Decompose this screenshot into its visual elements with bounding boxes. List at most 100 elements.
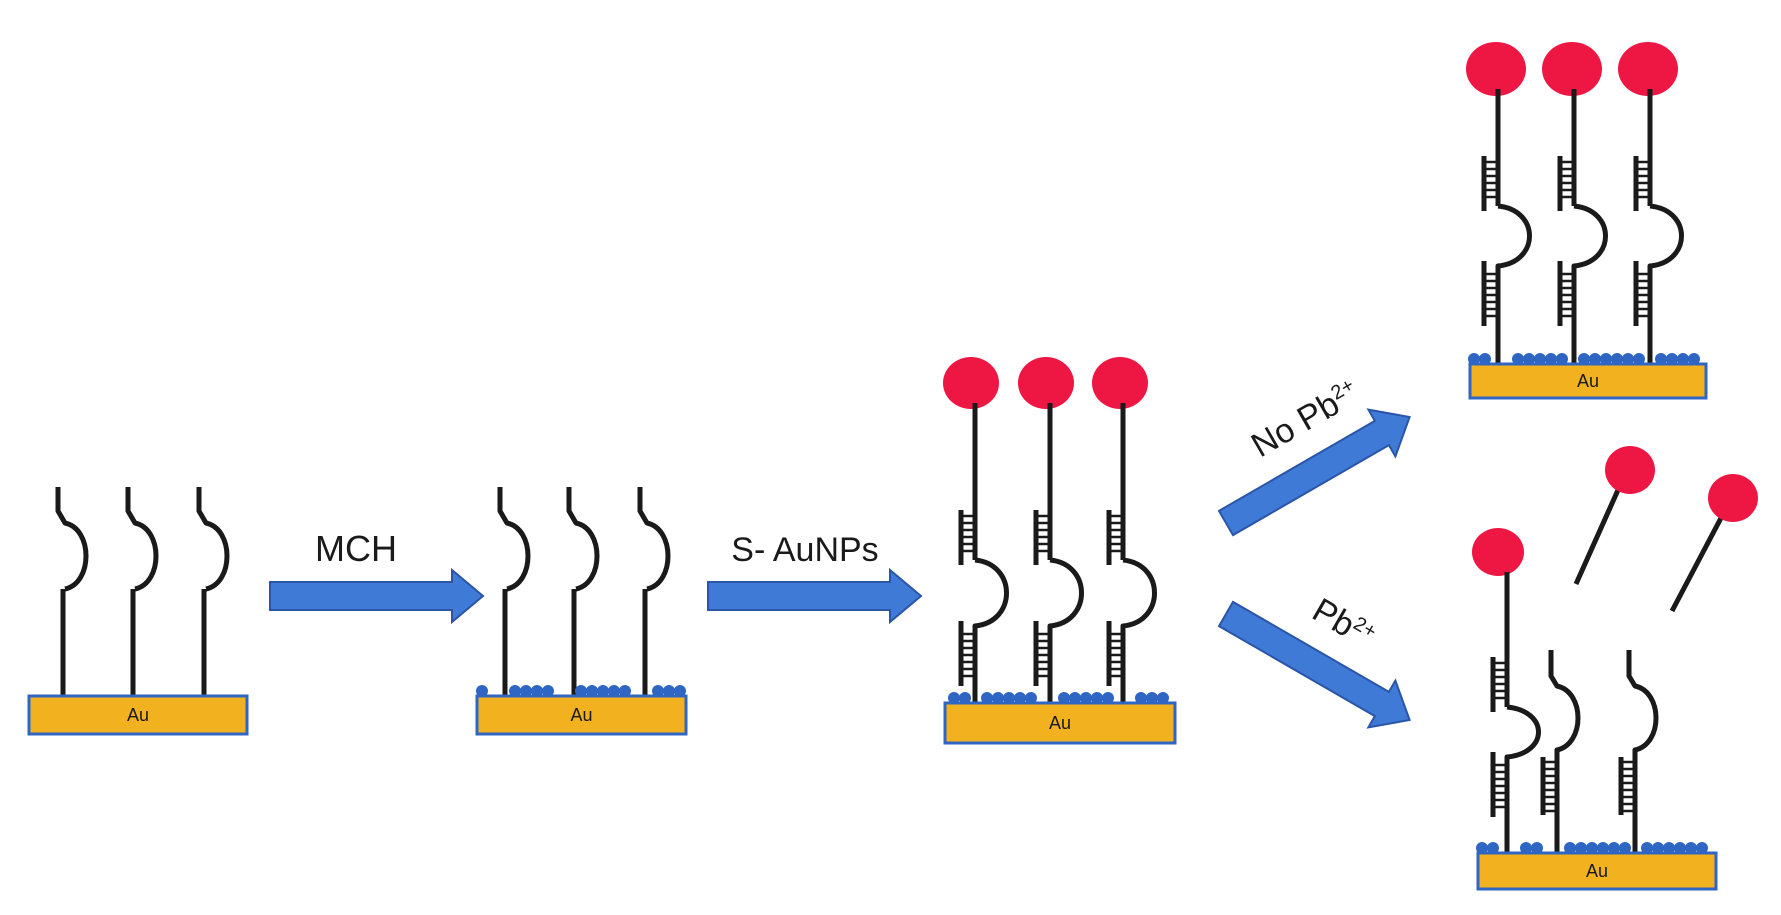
mch-molecule: [1619, 842, 1631, 854]
gold-electrode: [1476, 851, 1718, 891]
mch-molecule: [1069, 692, 1081, 704]
gold-electrode: [1468, 362, 1708, 400]
mch-molecule: [1696, 842, 1708, 854]
dna-loop: [1120, 557, 1157, 703]
mch-molecule: [1685, 842, 1697, 854]
mch-molecule: [1003, 692, 1015, 704]
mch-molecule: [1531, 842, 1543, 854]
released-dna-fragment: [1669, 516, 1724, 613]
mch-molecule: [597, 685, 609, 697]
mch-molecule: [1677, 353, 1689, 365]
dna-loop: [1647, 203, 1684, 364]
mch-molecule: [1611, 353, 1623, 365]
stage-3-aunp-hybridized: Au: [943, 357, 1177, 745]
probe-dna-strand: [55, 487, 89, 696]
gold-electrode-label: Au: [1049, 713, 1071, 733]
stage-1-probe-dna: Au: [27, 487, 249, 736]
mch-molecule: [1058, 692, 1070, 704]
mch-molecule: [476, 685, 488, 697]
mch-molecule: [1545, 353, 1557, 365]
mch-molecule: [981, 692, 993, 704]
arrow-saunps: S- AuNPs: [707, 531, 923, 625]
arrow-no-lead: [1217, 408, 1411, 537]
mch-molecule: [608, 685, 620, 697]
gold-electrode: [27, 694, 249, 736]
mch-molecule: [652, 685, 664, 697]
gold-nanoparticle: [1605, 446, 1655, 494]
dna-loop: [1571, 203, 1608, 364]
mch-molecule: [1564, 842, 1576, 854]
gold-electrode: [475, 694, 688, 736]
mch-molecule: [1135, 692, 1147, 704]
mch-molecule: [531, 685, 543, 697]
mch-molecule: [674, 685, 686, 697]
gold-electrode: [943, 701, 1177, 745]
mch-molecule: [586, 685, 598, 697]
mch-molecule: [1633, 353, 1645, 365]
mch-molecule: [1468, 353, 1480, 365]
probe-dna-strand: [125, 487, 159, 696]
gold-electrode-label: Au: [1577, 371, 1599, 391]
mch-molecule: [1652, 842, 1664, 854]
mch-molecule: [1641, 842, 1653, 854]
mch-molecule: [1663, 842, 1675, 854]
dna-loop: [1504, 704, 1541, 853]
gold-nanoparticle: [1618, 42, 1678, 96]
mch-molecule: [509, 685, 521, 697]
probe-dna-strand: [497, 487, 531, 696]
released-dna-fragment: [1573, 488, 1621, 586]
probe-dna-strand: [637, 487, 671, 696]
mch-molecule: [1080, 692, 1092, 704]
mch-molecule: [1688, 353, 1700, 365]
mch-molecule: [575, 685, 587, 697]
cleaved-substrate-strand: [1548, 650, 1581, 857]
gold-nanoparticle: [1542, 42, 1602, 96]
mch-molecule: [663, 685, 675, 697]
mch-molecule: [1520, 842, 1532, 854]
gold-electrode-label: Au: [1586, 861, 1608, 881]
mch-molecule: [1025, 692, 1037, 704]
mch-molecule: [1014, 692, 1026, 704]
probe-dna-strand: [566, 487, 600, 696]
mch-molecule: [1157, 692, 1169, 704]
probe-dna-strand: [196, 487, 230, 696]
mch-molecule: [1600, 353, 1612, 365]
mch-molecule: [1666, 353, 1678, 365]
arrow-lead: [1217, 600, 1411, 729]
gold-nanoparticle: [1092, 357, 1148, 409]
gold-nanoparticle: [1018, 357, 1074, 409]
mch-molecule: [992, 692, 1004, 704]
saunps-label: S- AuNPs: [731, 531, 878, 569]
mch-molecule: [1556, 353, 1568, 365]
mch-molecule: [1597, 842, 1609, 854]
mch-molecule: [619, 685, 631, 697]
mch-molecule: [959, 692, 971, 704]
lead-text: Pb: [1306, 591, 1361, 645]
stage-5-lead-cleaved: Au: [1472, 446, 1758, 891]
gold-nanoparticle: [943, 357, 999, 409]
mch-molecule: [1608, 842, 1620, 854]
mch-molecule: [1586, 842, 1598, 854]
mch-molecule: [948, 692, 960, 704]
gold-nanoparticle: [1472, 528, 1524, 576]
mch-molecule: [1674, 842, 1686, 854]
mch-molecule: [1487, 842, 1499, 854]
mch-molecule: [1146, 692, 1158, 704]
mch-molecule: [1575, 842, 1587, 854]
gold-electrode-label: Au: [127, 705, 149, 725]
dna-loop: [972, 557, 1009, 703]
lead-label: Pb2+: [1306, 591, 1381, 656]
mch-molecule: [1523, 353, 1535, 365]
dna-loop: [1047, 557, 1084, 703]
mch-molecule: [1102, 692, 1114, 704]
mch-molecule: [1479, 353, 1491, 365]
mch-molecule: [542, 685, 554, 697]
gold-nanoparticle: [1708, 474, 1758, 522]
gold-electrode-label: Au: [570, 705, 592, 725]
mch-molecule: [1534, 353, 1546, 365]
stage-2-mch-blocked: Au: [475, 487, 688, 736]
arrow-mch: MCH: [269, 528, 485, 625]
dna-loop: [1495, 203, 1532, 364]
mch-molecule: [1512, 353, 1524, 365]
